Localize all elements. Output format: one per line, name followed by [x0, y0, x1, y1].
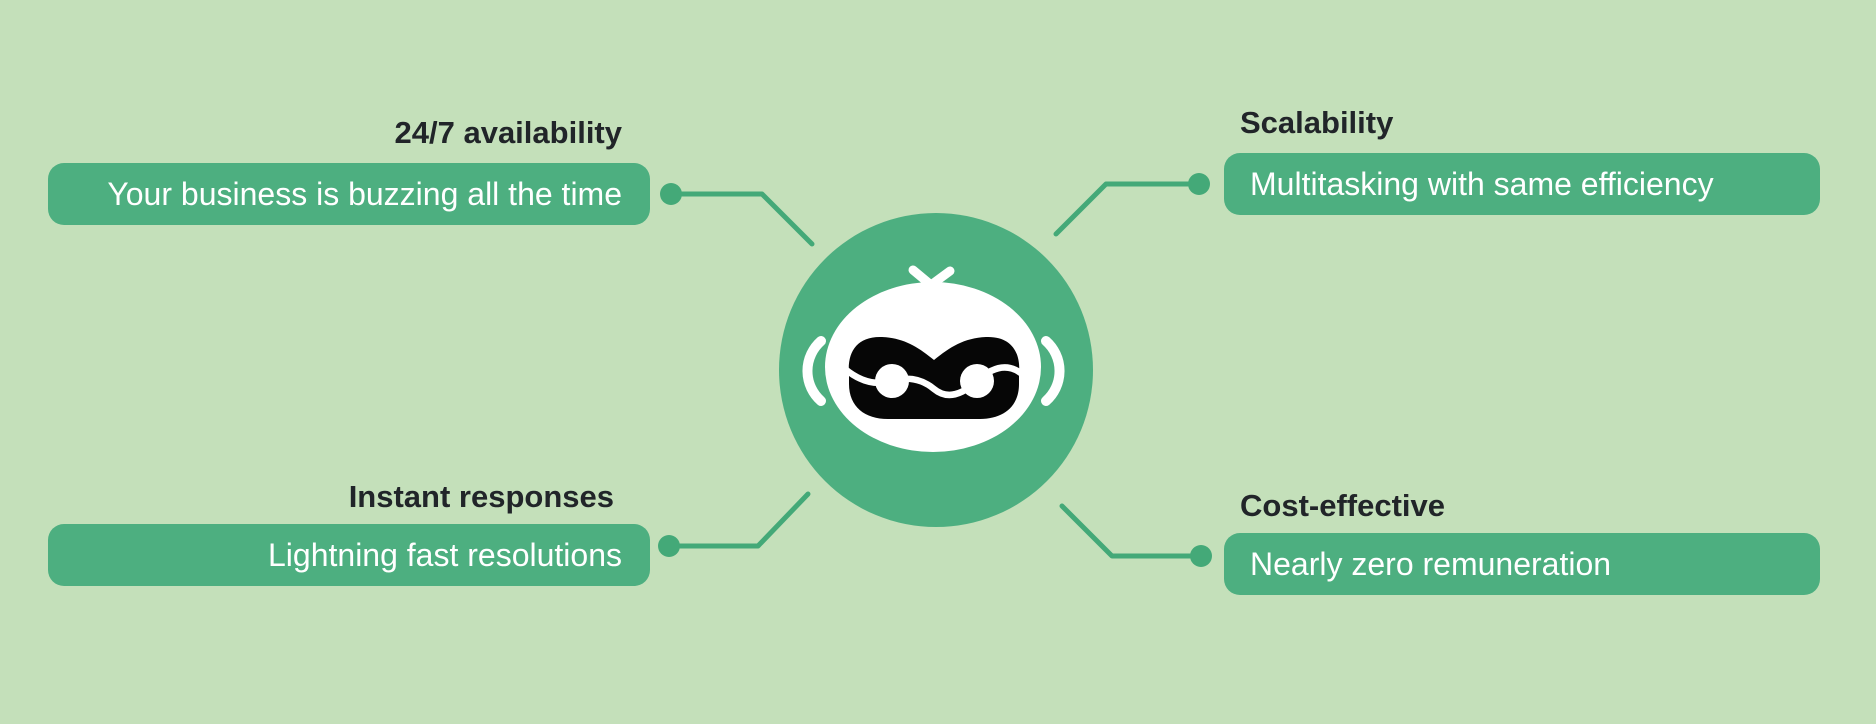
feature-title-availability: 24/7 availability — [394, 115, 622, 150]
connector-line-bottom-right — [1059, 503, 1193, 559]
connector-dot-top-left — [660, 183, 682, 205]
robot-eye-left — [875, 364, 909, 398]
robot-eye-right — [960, 364, 994, 398]
feature-title-instant-responses: Instant responses — [348, 479, 614, 514]
robot-antenna-icon — [908, 265, 955, 290]
robot-ear-right — [1041, 336, 1065, 406]
feature-pill-instant-responses: Lightning fast resolutions — [48, 524, 650, 586]
feature-title-scalability: Scalability — [1240, 105, 1394, 140]
feature-title-cost-effective: Cost-effective — [1240, 488, 1445, 523]
connector-line-top-right — [1053, 181, 1191, 237]
connector-line-top-left — [679, 191, 815, 247]
connector-dot-top-right — [1188, 173, 1210, 195]
robot-ear-left — [802, 336, 826, 406]
feature-pill-scalability: Multitasking with same efficiency — [1224, 153, 1820, 215]
connector-dot-bottom-left — [658, 535, 680, 557]
connector-top-right — [1053, 173, 1210, 237]
feature-pill-availability: Your business is buzzing all the time — [48, 163, 650, 225]
connector-line-bottom-left — [677, 491, 811, 549]
connector-bottom-left — [658, 491, 811, 557]
feature-pill-cost-effective: Nearly zero remuneration — [1224, 533, 1820, 595]
connector-bottom-right — [1059, 503, 1212, 567]
chatbot-robot-icon — [779, 213, 1093, 527]
connector-dot-bottom-right — [1190, 545, 1212, 567]
robot-visor — [848, 336, 1020, 419]
connector-top-left — [660, 183, 815, 247]
